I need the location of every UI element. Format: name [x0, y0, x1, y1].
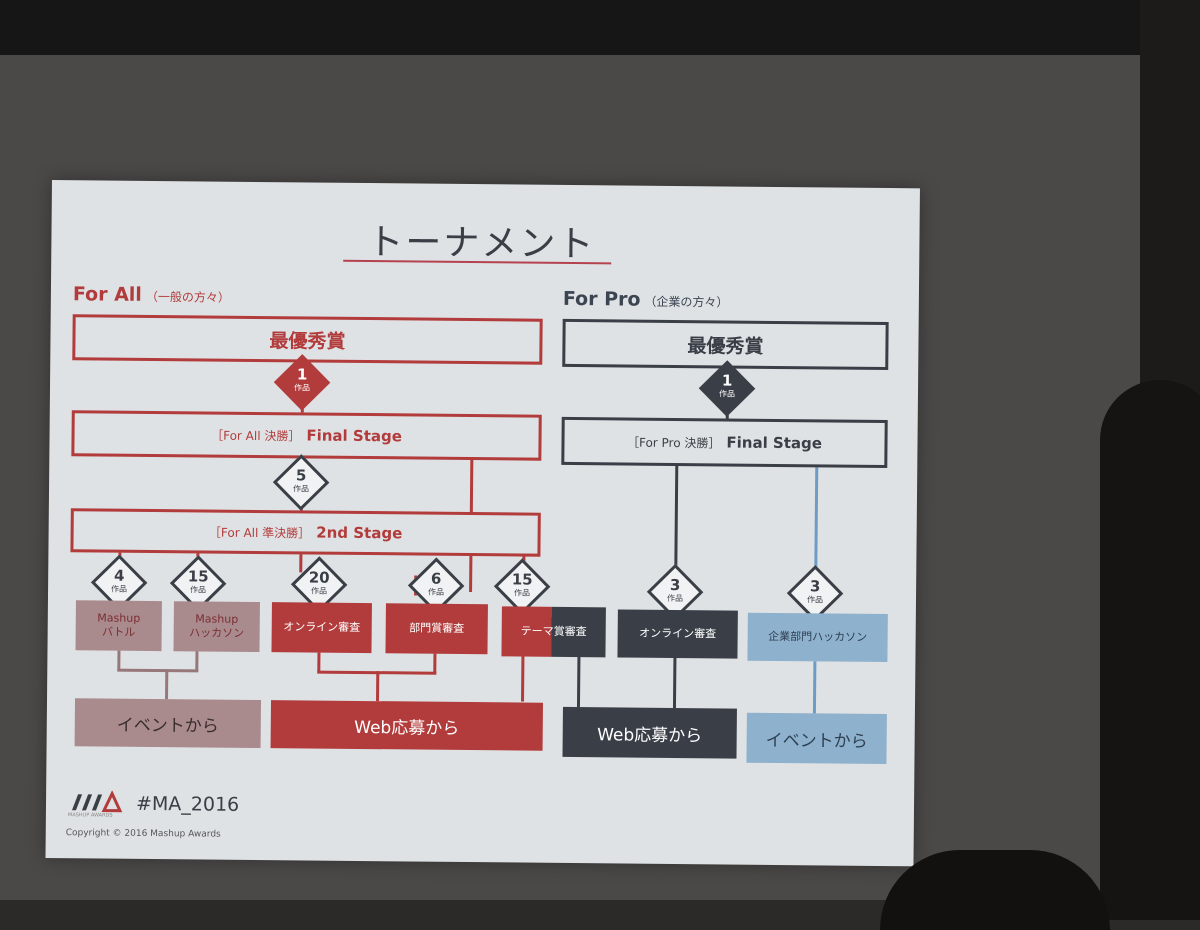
- for-pro-final-stage-label: Final Stage: [726, 433, 823, 453]
- for-pro-final-stage-box: ［For Pro 決勝］ Final Stage: [561, 416, 888, 469]
- source-label: Web応募から: [597, 724, 703, 746]
- mashup-awards-logo: [71, 790, 123, 813]
- category-label: オンライン審査: [283, 620, 361, 634]
- count-value: 15: [511, 570, 533, 589]
- count-value: 15: [187, 567, 209, 586]
- logo-text: MASHUP AWARDS: [67, 812, 113, 819]
- for-all-final-stage-box: ［For All 決勝］ Final Stage: [71, 410, 542, 461]
- connector: [117, 668, 199, 673]
- count-value: 20: [308, 568, 330, 587]
- source-label: イベントから: [116, 715, 219, 737]
- source-event-pro: イベントから: [746, 712, 887, 765]
- category-label: Mashup: [97, 611, 141, 625]
- count-value: 3: [669, 575, 681, 595]
- category-label: 部門賞審査: [409, 621, 465, 635]
- source-label: Web応募から: [354, 717, 460, 739]
- count-unit: 作品: [311, 586, 328, 596]
- slide-title: トーナメント: [367, 222, 596, 266]
- category-label: ハッカソン: [189, 626, 245, 640]
- for-pro-heading-label: For Pro: [562, 287, 641, 311]
- connector: [812, 661, 817, 714]
- count-value: 4: [113, 566, 125, 585]
- count-value: 5: [295, 466, 307, 485]
- count-unit: 作品: [514, 588, 531, 598]
- count-value: 3: [809, 577, 821, 596]
- for-all-award-box: 最優秀賞: [72, 314, 543, 365]
- copyright: Copyright © 2016 Mashup Awards: [65, 828, 221, 840]
- count-value: 6: [430, 569, 442, 588]
- connector: [469, 556, 473, 593]
- category-label: テーマ賞審査: [520, 624, 587, 638]
- connector: [576, 655, 581, 708]
- category-corporate-hackathon: 企業部門ハッカソン: [747, 612, 888, 663]
- category-label: オンライン審査: [639, 626, 717, 641]
- source-event-all: イベントから: [74, 698, 262, 749]
- for-all-award-label: 最優秀賞: [269, 329, 346, 353]
- connector: [672, 655, 677, 709]
- presenter-silhouette: [1100, 380, 1200, 920]
- for-all-semifinal-box: ［For All 準決勝］ 2nd Stage: [70, 508, 541, 557]
- source-web-pro: Web応募から: [562, 706, 737, 759]
- for-pro-heading-sub: （企業の方々）: [644, 294, 729, 310]
- count-unit: 作品: [806, 595, 824, 605]
- count-unit: 作品: [428, 587, 445, 597]
- category-division-prize-review: 部門賞審査: [385, 603, 488, 655]
- category-pro-online-review: オンライン審査: [617, 609, 738, 659]
- for-all-final-bracket: ［For All 決勝］: [211, 428, 301, 443]
- connector: [376, 671, 380, 702]
- hashtag: #MA_2016: [135, 792, 240, 816]
- for-all-final-stage-label: Final Stage: [306, 426, 403, 446]
- count-unit: 作品: [666, 593, 684, 604]
- for-all-heading-sub: （一般の方々）: [145, 289, 230, 305]
- count-value: 1: [721, 371, 733, 390]
- for-pro-heading: For Pro（企業の方々）: [563, 288, 729, 312]
- count-value: 1: [296, 365, 308, 384]
- count-unit: 作品: [111, 584, 128, 594]
- category-label: 企業部門ハッカソン: [768, 629, 868, 644]
- slide: トーナメント For All（一般の方々） For Pro（企業の方々） 最優秀…: [45, 180, 920, 867]
- source-label: イベントから: [765, 730, 868, 752]
- connector: [469, 460, 474, 513]
- for-pro-award-label: 最優秀賞: [687, 334, 764, 358]
- for-all-heading-label: For All: [72, 283, 142, 306]
- for-all-semi-stage-label: 2nd Stage: [316, 523, 403, 543]
- count-unit: 作品: [293, 484, 310, 494]
- connector: [165, 669, 169, 700]
- count-unit: 作品: [190, 585, 207, 595]
- category-label: Mashup: [195, 612, 239, 626]
- category-label: バトル: [101, 625, 136, 639]
- count-unit: 作品: [718, 389, 736, 399]
- for-all-heading: For All（一般の方々）: [73, 283, 230, 307]
- source-web-all: Web応募から: [270, 700, 544, 751]
- for-pro-final-bracket: ［For Pro 決勝］: [626, 435, 721, 450]
- count-unit: 作品: [293, 383, 311, 393]
- category-online-review: オンライン審査: [271, 602, 372, 654]
- category-theme-prize-review: テーマ賞審査: [501, 606, 606, 658]
- for-all-semi-bracket: ［For All 準決勝］: [208, 525, 311, 540]
